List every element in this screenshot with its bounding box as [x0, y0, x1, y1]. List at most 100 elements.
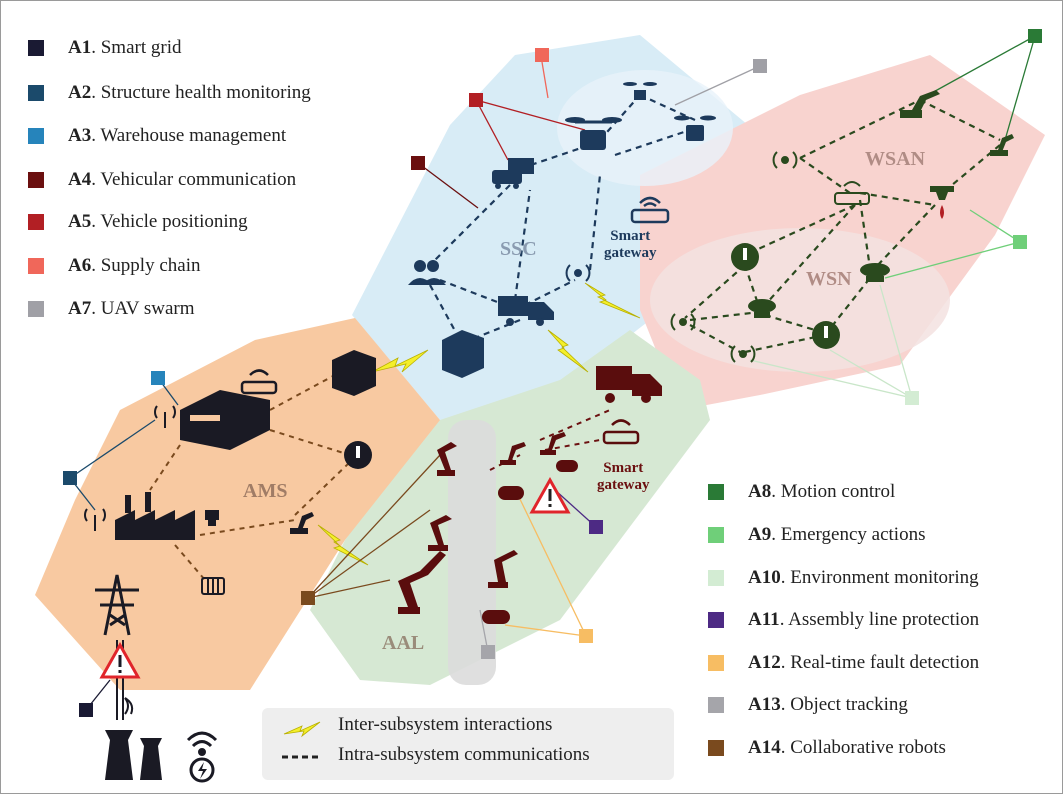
- legend-item-a13: A13. Object tracking: [708, 694, 908, 716]
- legend-swatch: [708, 612, 724, 628]
- package-box-icon: [442, 330, 484, 378]
- legend-swatch: [28, 172, 44, 188]
- power-plant-icon: [105, 697, 162, 780]
- marker-a12: [579, 629, 593, 643]
- legend-label: . Supply chain: [91, 255, 201, 276]
- warning-icon: [99, 641, 141, 679]
- ssc-links: [429, 93, 696, 342]
- legend-code: A8: [748, 481, 772, 502]
- legend-swatch: [28, 128, 44, 144]
- legend-label: . Motion control: [771, 481, 896, 502]
- zone-label-ssc: SSC: [500, 238, 537, 260]
- marker-a5: [469, 93, 483, 107]
- delivery-van-icon: [498, 296, 554, 326]
- legend-code: A1: [68, 37, 92, 58]
- legend-label: . Vehicle positioning: [91, 211, 248, 232]
- gateway-line2: gateway: [604, 245, 657, 261]
- warehouse-icon: [180, 390, 270, 450]
- legend-swatch: [28, 85, 44, 101]
- legend-item-a6: A6. Supply chain: [28, 255, 200, 277]
- marker-a2: [63, 471, 77, 485]
- robot-arm-icon: [437, 442, 457, 476]
- gateway-label-aal: Smart gateway: [597, 460, 650, 494]
- legend-swatch: [28, 301, 44, 317]
- power-tower-icon: [95, 574, 139, 636]
- router-icon: [630, 196, 670, 224]
- power-icon: [189, 757, 215, 783]
- legend-code: A10: [748, 567, 781, 588]
- robot-arm-icon: [540, 432, 566, 455]
- trucks-icon: [492, 158, 534, 189]
- legend-code: A5: [68, 211, 92, 232]
- marker-a1: [79, 703, 93, 717]
- router-icon: [602, 419, 640, 445]
- gateway-line2: gateway: [597, 477, 650, 493]
- legend-label: . Environment monitoring: [780, 567, 979, 588]
- legend-item-a11: A11. Assembly line protection: [708, 609, 979, 631]
- robot-arm-icon: [290, 512, 314, 534]
- app-markers: [63, 29, 1042, 717]
- users-icon: [408, 260, 446, 285]
- marker-a13: [481, 645, 495, 659]
- delivery-van-icon: [596, 366, 662, 403]
- smoke-detector-icon: [748, 299, 776, 318]
- gateway-line1: Smart: [603, 460, 644, 476]
- gateway-label-ssc: Smart gateway: [604, 228, 657, 262]
- legend-code: A12: [748, 652, 781, 673]
- sprinkler-icon: [930, 186, 954, 219]
- legend-swatch: [708, 570, 724, 586]
- key-inter-label: Inter-subsystem interactions: [338, 714, 553, 735]
- factory-icon: [115, 492, 195, 540]
- legend-code: A11: [748, 609, 780, 630]
- marker-a7: [753, 59, 767, 73]
- uav-cloud: [557, 70, 733, 186]
- ams-links: [149, 374, 351, 581]
- aal-links: [489, 409, 611, 471]
- zone-wsn: [650, 228, 950, 372]
- marker-a6: [535, 48, 549, 62]
- legend-label: . Structure health monitoring: [91, 82, 311, 103]
- legend-swatch: [708, 655, 724, 671]
- legend-swatch: [708, 484, 724, 500]
- bolt-icon: [283, 721, 321, 738]
- legend-item-a7: A7. UAV swarm: [28, 298, 195, 320]
- gateway-line1: Smart: [610, 228, 651, 244]
- zone-label-ams: AMS: [243, 480, 288, 502]
- legend-item-a4: A4. Vehicular communication: [28, 169, 296, 191]
- robot-arm-icon: [500, 442, 526, 465]
- plug-icon: [205, 510, 219, 526]
- marker-a9: [1013, 235, 1027, 249]
- drone-icon: [674, 115, 716, 141]
- wireless-sensor-icon: [730, 345, 756, 363]
- legend-code: A13: [748, 694, 781, 715]
- legend-swatch: [708, 527, 724, 543]
- drone-icon: [565, 117, 622, 150]
- legend-label: . Collaborative robots: [780, 737, 946, 758]
- legend-label: . Vehicular communication: [91, 169, 297, 190]
- drone-icon: [623, 82, 657, 100]
- wireless-sensor-icon: [670, 313, 696, 331]
- box-icon: [332, 350, 376, 396]
- zone-ams: [35, 318, 440, 690]
- legend-item-a10: A10. Environment monitoring: [708, 567, 979, 589]
- key-intra-label: Intra-subsystem communications: [338, 744, 590, 765]
- legend-item-a8: A8. Motion control: [708, 481, 895, 503]
- legend-item-a12: A12. Real-time fault detection: [708, 652, 979, 674]
- legend-label: . Warehouse management: [91, 125, 287, 146]
- legend-swatch: [708, 697, 724, 713]
- legend-label: . Smart grid: [91, 37, 182, 58]
- zone-label-aal: AAL: [382, 632, 425, 654]
- legend-swatch: [28, 214, 44, 230]
- marker-a3: [151, 371, 165, 385]
- smoke-detector-icon: [860, 263, 890, 282]
- legend-swatch: [28, 40, 44, 56]
- router-icon: [240, 369, 278, 395]
- link-key-box: Inter-subsystem interactions Intra-subsy…: [262, 708, 674, 780]
- thermometer-sensor-icon: [812, 321, 840, 349]
- wifi-icon: [186, 731, 218, 756]
- robot-arm-icon: [990, 134, 1014, 156]
- gateway-icon: [834, 181, 870, 205]
- radiator-icon: [201, 577, 225, 595]
- legend-code: A2: [68, 82, 92, 103]
